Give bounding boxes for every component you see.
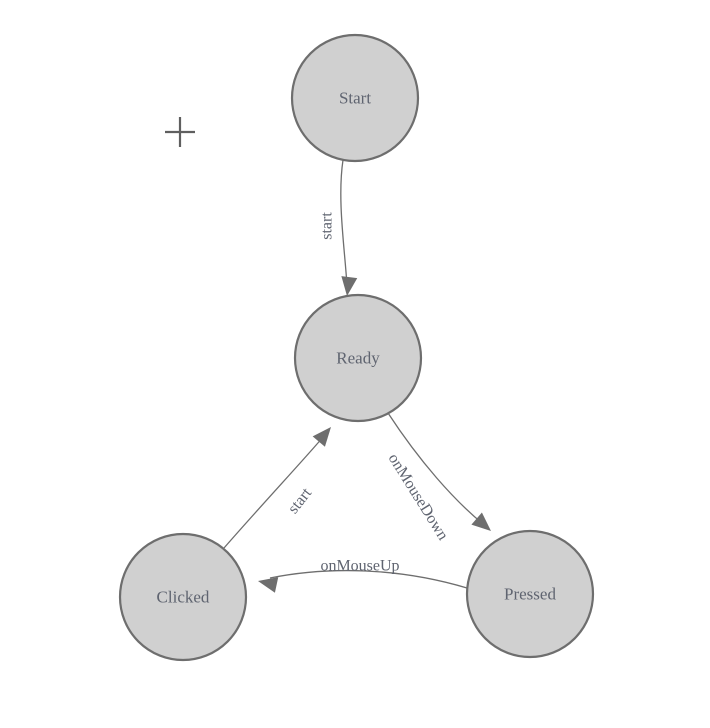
- node-ready[interactable]: Ready: [293, 293, 423, 423]
- node-start[interactable]: Start: [290, 33, 420, 163]
- edge-label-onmouseup: onMouseUp: [320, 558, 399, 575]
- edge-path[interactable]: [387, 412, 484, 525]
- edge-label-start: start: [319, 212, 336, 240]
- arrowhead-icon: [341, 276, 358, 296]
- arrowhead-icon: [471, 512, 491, 531]
- edge-path[interactable]: [340, 159, 348, 287]
- edge-pressed-to-clicked[interactable]: onMouseUp: [256, 558, 468, 593]
- node-label: Start: [339, 89, 371, 108]
- node-label: Clicked: [157, 588, 210, 607]
- crosshair-icon: [165, 117, 195, 147]
- node-label: Pressed: [504, 585, 556, 604]
- node-label: Ready: [336, 349, 380, 368]
- arrowhead-icon: [312, 427, 331, 447]
- edge-label-start-return: start: [285, 484, 316, 517]
- arrowhead-icon: [258, 577, 279, 593]
- node-shape[interactable]: [118, 532, 248, 662]
- edge-start-to-ready[interactable]: start: [319, 159, 358, 297]
- node-shape[interactable]: [465, 529, 595, 659]
- node-pressed[interactable]: Pressed: [465, 529, 595, 659]
- node-shape[interactable]: [293, 293, 423, 423]
- node-clicked[interactable]: Clicked: [118, 532, 248, 662]
- edge-path[interactable]: [223, 435, 325, 549]
- edge-label-onmousedown: onMouseDown: [385, 451, 452, 544]
- nodes-layer: Start Ready Clicked Pressed: [118, 33, 595, 662]
- node-shape[interactable]: [290, 33, 420, 163]
- edge-ready-to-pressed[interactable]: onMouseDown: [385, 412, 497, 544]
- edge-path[interactable]: [269, 569, 468, 589]
- edge-clicked-to-ready[interactable]: start: [223, 422, 337, 549]
- markers-layer: [165, 117, 195, 147]
